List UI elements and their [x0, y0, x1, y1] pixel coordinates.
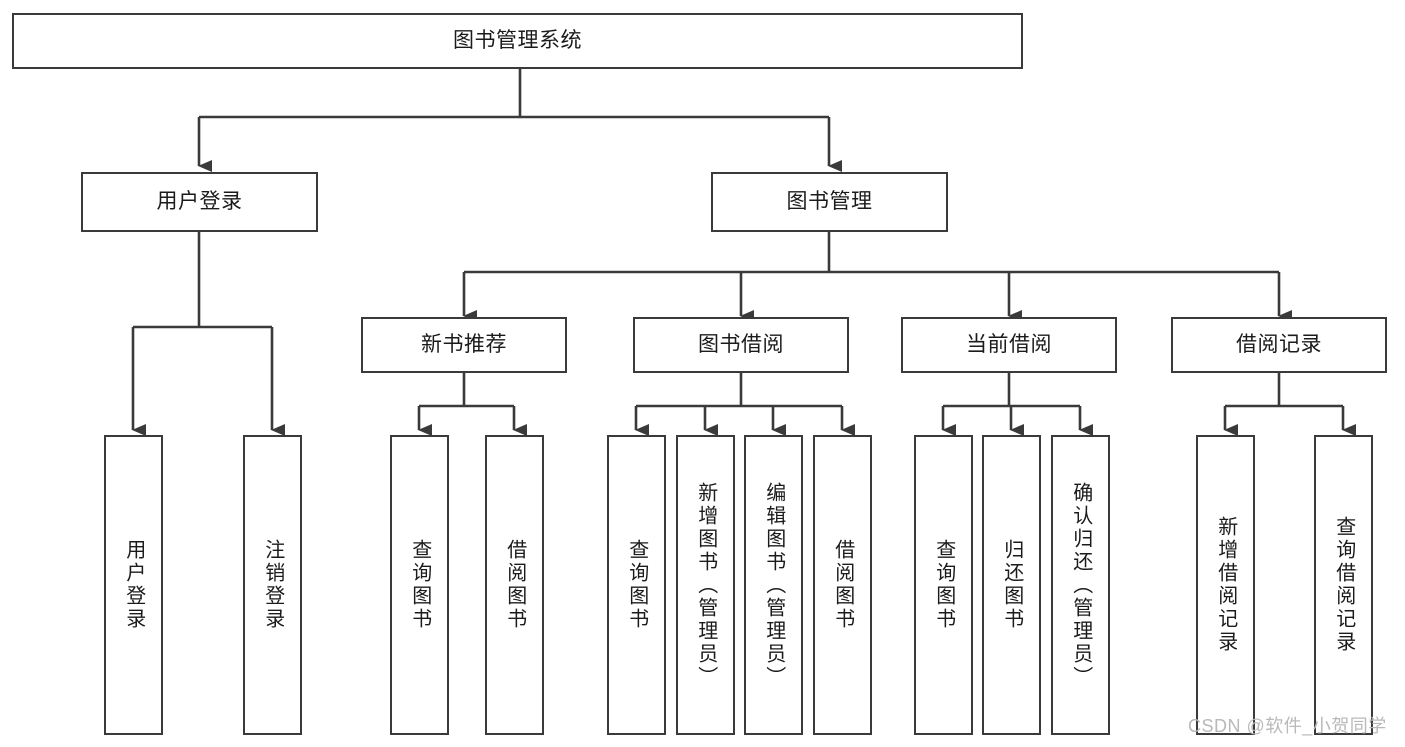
leaf-borrow-book-recommend-label: 借阅图书	[503, 539, 526, 631]
leaf-edit-book-admin[interactable]: 编辑图书（管理员）	[744, 435, 803, 735]
node-book-borrow-label: 图书借阅	[698, 333, 784, 357]
leaf-logout[interactable]: 注销登录	[243, 435, 302, 735]
leaf-query-book-recommend[interactable]: 查询图书	[390, 435, 449, 735]
csdn-watermark: CSDN @软件_小贺同学	[1188, 716, 1387, 736]
node-root-system[interactable]: 图书管理系统	[12, 13, 1023, 69]
node-new-book-recommend[interactable]: 新书推荐	[361, 317, 567, 373]
node-user-login[interactable]: 用户登录	[81, 172, 318, 232]
leaf-borrow-book-recommend[interactable]: 借阅图书	[485, 435, 544, 735]
leaf-query-book-borrow[interactable]: 查询图书	[607, 435, 666, 735]
leaf-query-borrow-record-label: 查询借阅记录	[1332, 516, 1355, 654]
leaf-borrow-book[interactable]: 借阅图书	[813, 435, 872, 735]
node-current-borrow-label: 当前借阅	[966, 333, 1052, 357]
node-root-label: 图书管理系统	[453, 29, 582, 53]
leaf-edit-book-admin-label: 编辑图书（管理员）	[762, 481, 785, 689]
leaf-return-book[interactable]: 归还图书	[982, 435, 1041, 735]
node-new-book-recommend-label: 新书推荐	[421, 333, 507, 357]
leaf-add-book-admin[interactable]: 新增图书（管理员）	[676, 435, 735, 735]
leaf-confirm-return-admin-label: 确认归还（管理员）	[1069, 481, 1092, 689]
leaf-return-book-label: 归还图书	[1000, 539, 1023, 631]
leaf-logout-label: 注销登录	[261, 539, 284, 631]
leaf-query-book-current[interactable]: 查询图书	[914, 435, 973, 735]
leaf-query-book-recommend-label: 查询图书	[408, 539, 431, 631]
leaf-user-login-label: 用户登录	[122, 539, 145, 631]
leaf-query-book-current-label: 查询图书	[932, 539, 955, 631]
leaf-query-borrow-record[interactable]: 查询借阅记录	[1314, 435, 1373, 735]
leaf-query-book-borrow-label: 查询图书	[625, 539, 648, 631]
leaf-borrow-book-label: 借阅图书	[831, 539, 854, 631]
node-book-management-label: 图书管理	[786, 190, 873, 214]
node-borrow-records[interactable]: 借阅记录	[1171, 317, 1387, 373]
leaf-confirm-return-admin[interactable]: 确认归还（管理员）	[1051, 435, 1110, 735]
leaf-add-borrow-record[interactable]: 新增借阅记录	[1196, 435, 1255, 735]
node-book-borrow[interactable]: 图书借阅	[633, 317, 849, 373]
node-user-login-label: 用户登录	[156, 190, 243, 214]
node-borrow-records-label: 借阅记录	[1236, 333, 1322, 357]
node-book-management[interactable]: 图书管理	[711, 172, 948, 232]
leaf-add-book-admin-label: 新增图书（管理员）	[694, 481, 717, 689]
leaf-user-login[interactable]: 用户登录	[104, 435, 163, 735]
leaf-add-borrow-record-label: 新增借阅记录	[1214, 516, 1237, 654]
node-current-borrow[interactable]: 当前借阅	[901, 317, 1117, 373]
